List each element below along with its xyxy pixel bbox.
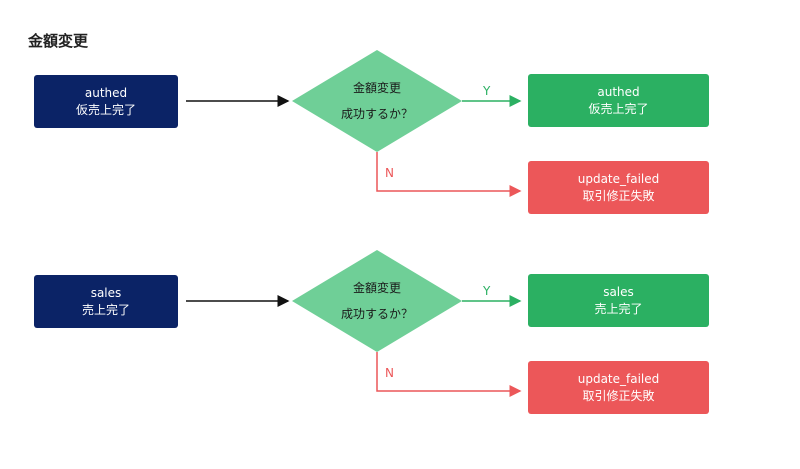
yes-label-1: Y xyxy=(482,84,491,98)
decision-diamond-2 xyxy=(292,250,462,352)
failure-box-2-label: 取引修正失敗 xyxy=(582,388,655,403)
success-box-1-status: authed xyxy=(597,84,640,99)
failure-box-1-label: 取引修正失敗 xyxy=(582,188,655,203)
success-box-2-status: sales xyxy=(603,284,634,299)
failure-box-1: update_failed 取引修正失敗 xyxy=(528,161,709,214)
success-box-2-label: 売上完了 xyxy=(594,301,643,316)
decision-1-line1: 金額変更 xyxy=(352,81,401,95)
success-box-1-label: 仮売上完了 xyxy=(588,101,649,116)
failure-box-1-status: update_failed xyxy=(577,171,660,186)
decision-2-line2: 成功するか？ xyxy=(340,307,413,321)
no-label-2: N xyxy=(385,366,394,380)
failure-box-2-status: update_failed xyxy=(577,371,660,386)
start-box-2-label: 売上完了 xyxy=(81,302,130,317)
start-box-2-status: sales xyxy=(90,285,122,300)
yes-label-2: Y xyxy=(482,284,491,298)
decision-1-line2: 成功するか？ xyxy=(340,107,413,121)
decision-2-line1: 金額変更 xyxy=(352,281,401,295)
success-box-1: authed 仮売上完了 xyxy=(528,74,709,127)
start-box-1: authed 仮売上完了 xyxy=(34,75,178,128)
no-label-1: N xyxy=(385,166,394,180)
arrow-no-1 xyxy=(376,152,522,197)
arrow-no-2 xyxy=(376,352,522,397)
start-box-2: sales 売上完了 xyxy=(34,275,178,328)
decision-diamond-1 xyxy=(292,50,462,152)
start-box-1-label: 仮売上完了 xyxy=(75,102,136,117)
success-box-2: sales 売上完了 xyxy=(528,274,709,327)
decision-label-1: 金額変更 成功するか？ xyxy=(317,75,437,127)
decision-label-2: 金額変更 成功するか？ xyxy=(317,275,437,327)
failure-box-2: update_failed 取引修正失敗 xyxy=(528,361,709,414)
start-box-1-status: authed xyxy=(84,85,128,100)
page-title: 金額変更 xyxy=(28,32,89,50)
